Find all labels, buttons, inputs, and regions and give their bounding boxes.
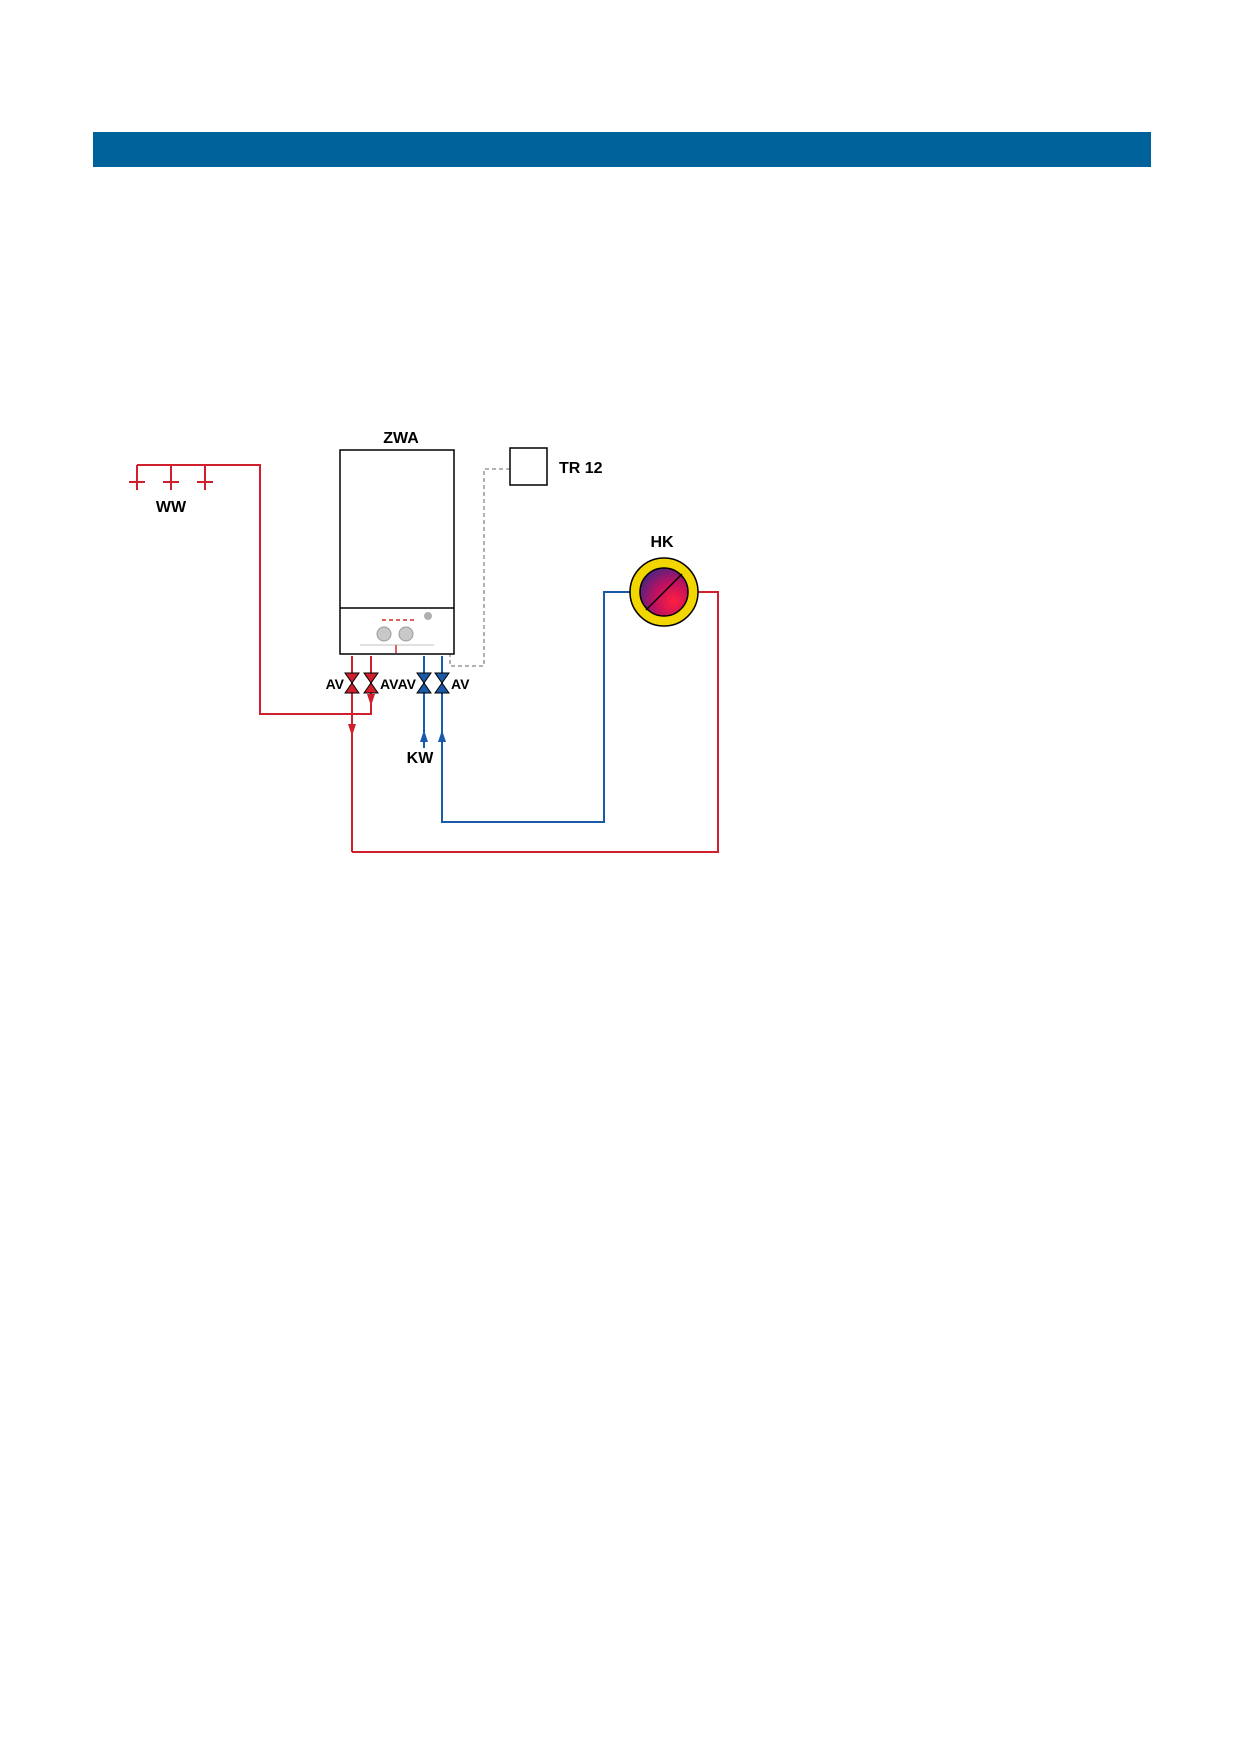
- valve-label: AV: [451, 676, 470, 692]
- shutoff-valve-icon: [434, 672, 450, 694]
- control-line: [449, 468, 510, 667]
- thermostat-label: TR 12: [559, 460, 603, 477]
- heating-pump-icon: [629, 557, 699, 627]
- hot-water-label: WW: [156, 499, 187, 516]
- header-band: [93, 132, 1151, 167]
- heating-circuit-label: HK: [650, 534, 674, 551]
- valve-label: AV: [398, 676, 417, 692]
- shutoff-valve-icon: [344, 672, 360, 694]
- hot-water-line: [136, 464, 356, 715]
- boiler-label: ZWA: [383, 430, 419, 447]
- wall-boiler-icon: [339, 449, 455, 655]
- cold-water-label: KW: [407, 750, 435, 767]
- thermostat-box-icon: [509, 447, 548, 486]
- valve-label: AV: [380, 676, 399, 692]
- shutoff-valve-icon: [363, 672, 379, 694]
- flow-arrow-icon: [420, 730, 446, 742]
- cold-water-line: [423, 591, 630, 823]
- shutoff-valve-icon: [416, 672, 432, 694]
- valve-label: AV: [326, 676, 345, 692]
- flow-arrow-icon: [348, 694, 375, 736]
